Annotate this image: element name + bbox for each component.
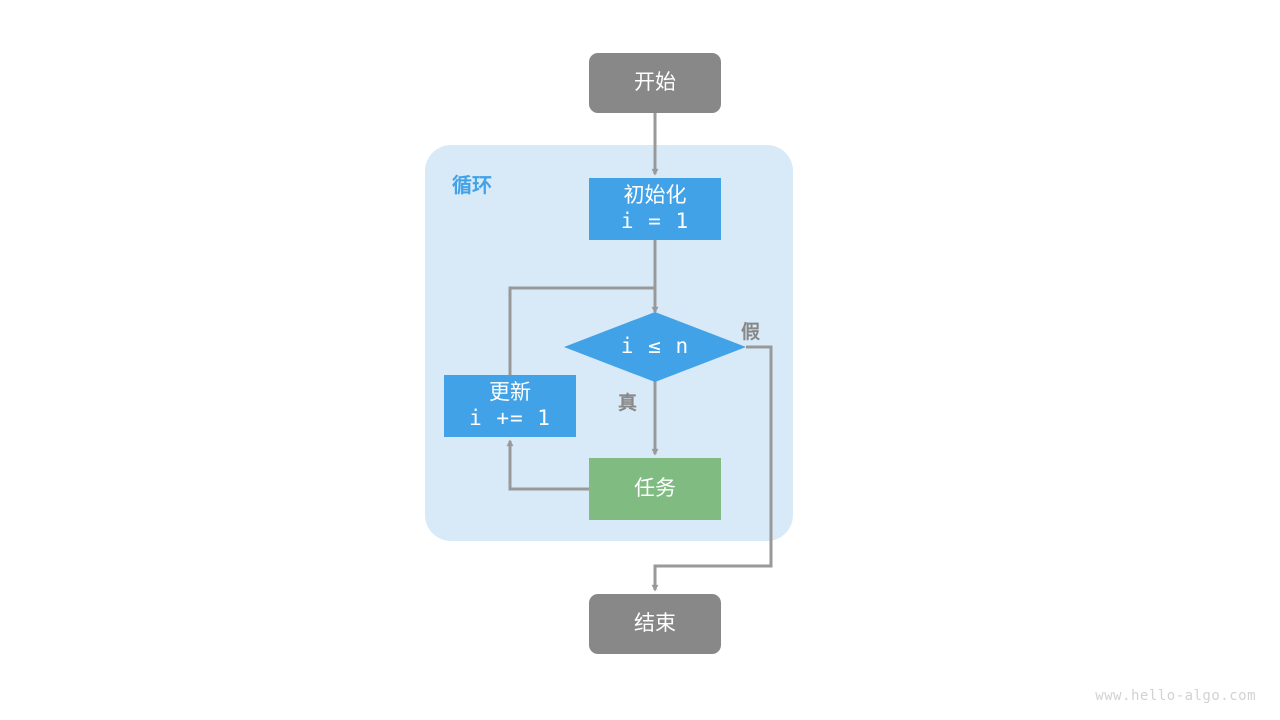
node-end[interactable] [589,594,721,654]
connector-task-to-update [506,439,589,491]
connector-update-to-condition [508,286,655,375]
node-update[interactable] [444,375,576,437]
connector-condition-false-to-end [651,345,773,592]
node-init[interactable] [589,178,721,240]
watermark: www.hello-algo.com [1095,688,1256,704]
node-task[interactable] [589,458,721,520]
node-start[interactable] [589,53,721,113]
node-condition[interactable] [564,312,746,382]
